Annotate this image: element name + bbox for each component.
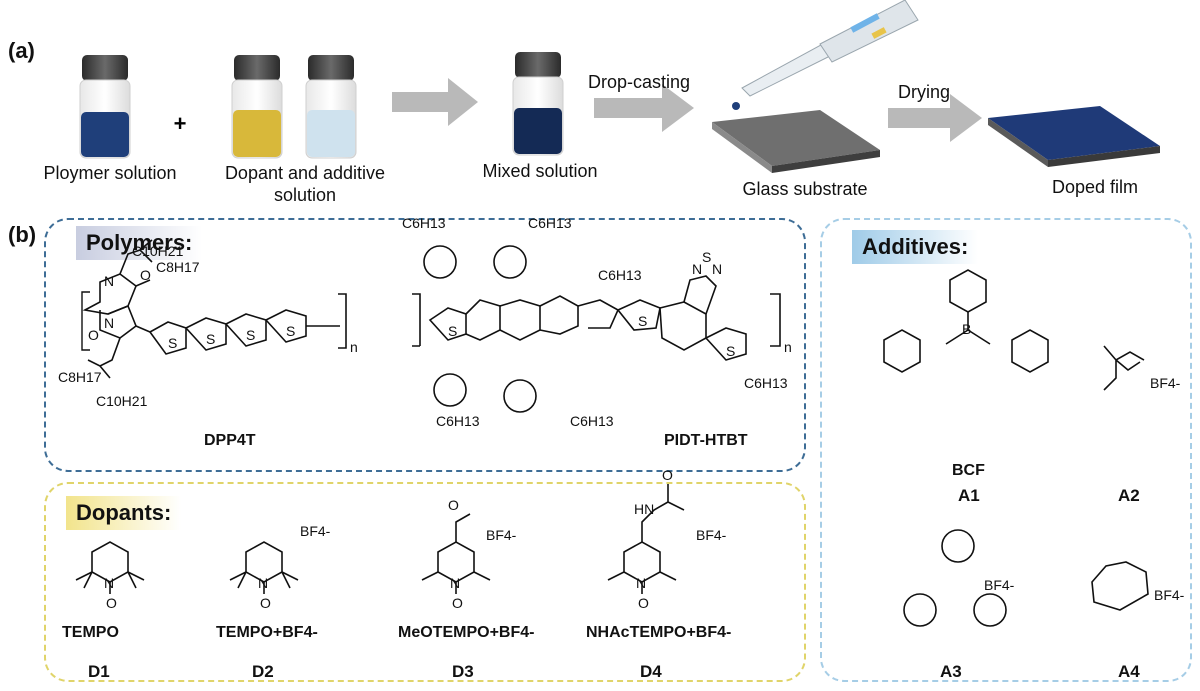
additives-box <box>820 218 1192 682</box>
n-atom: N <box>104 315 114 331</box>
svg-text:O: O <box>106 595 117 611</box>
a3-ring-2 <box>903 593 937 627</box>
svg-text:S: S <box>448 323 457 339</box>
svg-text:O: O <box>88 327 99 343</box>
svg-text:S: S <box>638 313 647 329</box>
a2-code: A2 <box>1118 486 1140 505</box>
svg-text:N: N <box>450 575 460 591</box>
panel-a-label: (a) <box>8 38 35 63</box>
svg-text:BF4-: BF4- <box>696 527 727 543</box>
dopants-title: Dopants: <box>66 496 182 530</box>
dopant-solution-caption-2: solution <box>273 185 337 205</box>
svg-text:O: O <box>260 595 271 611</box>
pidt-htbt-label: PIDT-HTBT <box>664 432 748 449</box>
svg-text:n: n <box>350 339 358 355</box>
pidt-htbt-structure <box>412 245 781 413</box>
doped-film-plate <box>988 106 1160 167</box>
side-chain-c6c: C6H13 <box>598 267 642 283</box>
a3-ring-1 <box>941 529 975 563</box>
side-chain-c6b: C6H13 <box>528 215 572 231</box>
dpp4t-structure <box>81 239 347 379</box>
plus-sign: + <box>174 111 187 136</box>
arrow-2 <box>594 84 694 132</box>
d3-code: D3 <box>452 662 474 681</box>
a1-code: A1 <box>958 486 980 505</box>
doped-film-caption: Doped film <box>1051 177 1139 197</box>
n-atom: N <box>104 273 114 289</box>
arrow-3 <box>888 94 982 142</box>
svg-text:N: N <box>636 575 646 591</box>
svg-text:S: S <box>168 335 177 351</box>
svg-text:N: N <box>258 575 268 591</box>
svg-text:O: O <box>662 467 673 483</box>
svg-text:N: N <box>104 575 114 591</box>
polymers-box <box>44 218 806 472</box>
dopant-solution-caption-1: Dopant and additive <box>224 163 386 183</box>
a1-left-ring <box>883 329 921 373</box>
svg-text:BF4-: BF4- <box>486 527 517 543</box>
polymer-solution-caption: Ploymer solution <box>43 163 177 183</box>
mixed-vial <box>512 52 564 156</box>
svg-text:BF4-: BF4- <box>1150 375 1181 391</box>
svg-text:B: B <box>962 321 971 337</box>
a3-ring-3 <box>973 593 1007 627</box>
svg-text:O: O <box>638 595 649 611</box>
polymer-vial <box>79 55 131 159</box>
glass-substrate-plate <box>712 110 880 173</box>
d1-code: D1 <box>88 662 110 681</box>
side-chain-c6f: C6H13 <box>570 413 614 429</box>
a3-code: A3 <box>940 662 962 681</box>
side-chain-c6e: C6H13 <box>436 413 480 429</box>
svg-text:N: N <box>692 261 702 277</box>
svg-text:S: S <box>726 343 735 359</box>
a4-code: A4 <box>1118 662 1140 681</box>
dopant-vial <box>231 55 283 159</box>
dpp4t-label: DPP4T <box>204 432 256 449</box>
svg-text:O: O <box>448 497 459 513</box>
svg-text:S: S <box>246 327 255 343</box>
side-chain-c8b: C8H17 <box>58 369 102 385</box>
svg-text:BF4-: BF4- <box>984 577 1015 593</box>
side-chain-c10b: C10H21 <box>96 393 148 409</box>
a4-ring <box>1091 561 1149 611</box>
side-chain-c8: C8H17 <box>156 259 200 275</box>
d4-code: D4 <box>640 662 662 681</box>
drop-casting-label: Drop-casting <box>588 72 691 92</box>
svg-text:HN: HN <box>634 501 654 517</box>
svg-text:S: S <box>206 331 215 347</box>
a1-name: BCF <box>952 462 985 479</box>
side-chain-c10: C10H21 <box>132 243 184 259</box>
d3-name: MeOTEMPO+BF4- <box>398 624 535 641</box>
additives-title: Additives: <box>852 230 979 264</box>
d2-code: D2 <box>252 662 274 681</box>
dopants-box <box>44 482 806 682</box>
a1-right-ring <box>1011 329 1049 373</box>
drying-label: Drying <box>898 82 951 102</box>
glass-substrate-caption: Glass substrate <box>742 179 868 199</box>
side-chain-c6d: C6H13 <box>744 375 788 391</box>
svg-text:n: n <box>784 339 792 355</box>
pipette-icon <box>732 0 919 110</box>
mixed-solution-caption: Mixed solution <box>482 161 598 181</box>
svg-text:S: S <box>702 249 711 265</box>
a1-top-ring <box>949 269 987 313</box>
svg-text:BF4-: BF4- <box>1154 587 1185 603</box>
svg-text:O: O <box>140 267 151 283</box>
svg-text:S: S <box>286 323 295 339</box>
d1-name: TEMPO <box>62 624 119 641</box>
d2-name: TEMPO+BF4- <box>216 624 318 641</box>
d4-name: NHAcTEMPO+BF4- <box>586 624 732 641</box>
arrow-1 <box>392 78 478 126</box>
svg-text:BF4-: BF4- <box>300 523 331 539</box>
panel-b-label: (b) <box>8 222 37 247</box>
svg-text:N: N <box>712 261 722 277</box>
side-chain-c6a: C6H13 <box>402 215 446 231</box>
svg-text:O: O <box>452 595 463 611</box>
process-scheme: + <box>79 0 1160 173</box>
additive-vial <box>305 55 357 159</box>
